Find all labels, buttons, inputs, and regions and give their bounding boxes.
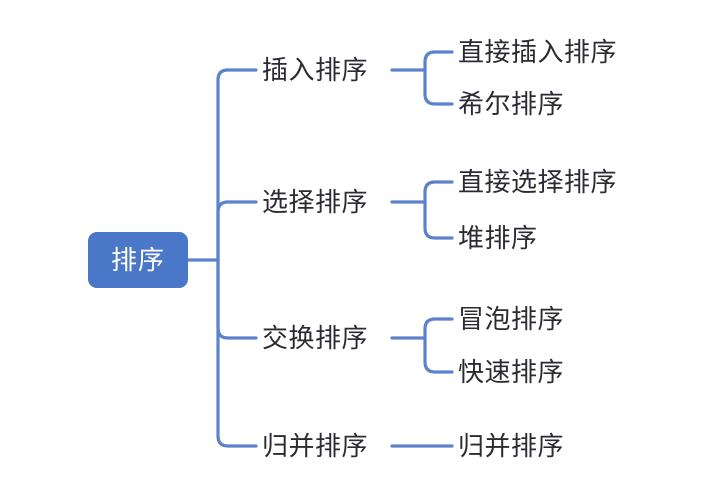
branch-node-merge-sort[interactable]: 归并排序	[262, 433, 368, 459]
connector-branch-1-child-2	[423, 68, 454, 106]
leaf-node-label: 希尔排序	[458, 89, 565, 119]
connector-branch-3-child-1	[423, 317, 454, 340]
connector-branch-3-child-2	[423, 336, 454, 374]
branch-node-insertion-sort[interactable]: 插入排序	[262, 57, 368, 83]
branch-node-label: 归并排序	[262, 431, 369, 461]
leaf-node-label: 归并排序	[458, 431, 565, 461]
branch-node-label: 交换排序	[262, 323, 369, 353]
leaf-node-shell-sort[interactable]: 希尔排序	[458, 91, 564, 117]
leaf-node-label: 直接选择排序	[458, 167, 618, 197]
connector-branch-2-child-1	[423, 180, 454, 204]
root-node[interactable]: 排序	[88, 232, 188, 288]
leaf-node-label: 堆排序	[458, 223, 538, 253]
branch-node-selection-sort[interactable]: 选择排序	[262, 189, 368, 215]
branch-node-label: 插入排序	[262, 55, 369, 85]
leaf-node-direct-selection-sort[interactable]: 直接选择排序	[458, 169, 617, 195]
leaf-node-label: 直接插入排序	[458, 37, 618, 67]
connector-trunk-branch-4	[216, 258, 258, 448]
leaf-node-merge-sort[interactable]: 归并排序	[458, 433, 564, 459]
root-node-label: 排序	[110, 245, 165, 275]
connector-branch-1-child-1	[423, 50, 454, 72]
branch-node-exchange-sort[interactable]: 交换排序	[262, 325, 368, 351]
connector-trunk-branch-3	[216, 258, 258, 340]
branch-node-label: 选择排序	[262, 187, 369, 217]
connector-trunk-branch-2	[216, 200, 258, 262]
leaf-node-direct-insertion-sort[interactable]: 直接插入排序	[458, 39, 617, 65]
leaf-node-label: 快速排序	[458, 357, 565, 387]
leaf-node-label: 冒泡排序	[458, 304, 565, 334]
connector-branch-2-child-2	[423, 200, 454, 240]
leaf-node-quick-sort[interactable]: 快速排序	[458, 359, 564, 385]
leaf-node-bubble-sort[interactable]: 冒泡排序	[458, 306, 564, 332]
connector-trunk-branch-1	[216, 68, 258, 262]
leaf-node-heap-sort[interactable]: 堆排序	[458, 225, 538, 251]
